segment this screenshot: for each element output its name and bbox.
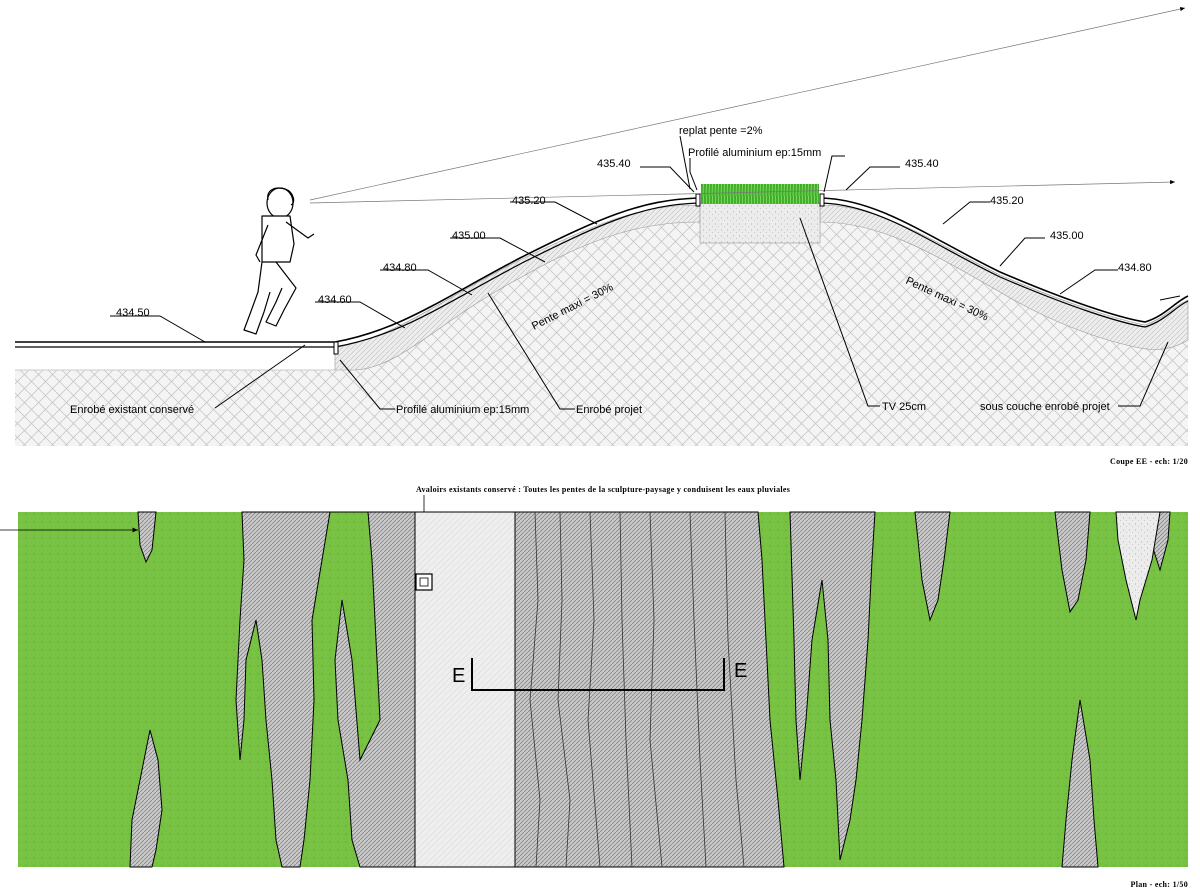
- sub-layer-band-right: [819, 204, 1189, 350]
- leader-lines: [110, 135, 1181, 410]
- concrete-finger-7: [1115, 511, 1161, 621]
- elev-435-20-right: 435.20: [990, 195, 1024, 207]
- grass-strip: [701, 184, 819, 204]
- surface-line-right: [821, 197, 1189, 323]
- note-profile-top: Profilé aluminium ep:15mm: [688, 147, 821, 159]
- tv-planter: [699, 202, 821, 244]
- elev-435-40-right: 435.40: [905, 158, 939, 170]
- concrete-band-left: [235, 511, 416, 868]
- note-sous-couche: sous couche enrobé projet: [980, 401, 1110, 413]
- child-figure: [243, 187, 315, 335]
- note-enrobe-projet: Enrobé projet: [576, 404, 642, 416]
- elev-435-40-left: 435.40: [597, 158, 631, 170]
- elev-435-20-left: 435.20: [512, 195, 546, 207]
- plan-caption: Plan - ech: 1/50: [1131, 880, 1188, 889]
- elev-435-00-left: 435.00: [452, 230, 486, 242]
- section-cut-line: [471, 658, 725, 691]
- concrete-finger-1: [137, 511, 157, 564]
- section-mark-right: E: [734, 660, 747, 682]
- ground-fill: [15, 205, 1188, 446]
- elev-434-80-left: 434.80: [383, 262, 417, 274]
- note-enrobe-existant: Enrobé existant conservé: [70, 404, 194, 416]
- sight-line-lower: [309, 180, 1176, 204]
- elev-435-00-right: 435.00: [1050, 230, 1084, 242]
- section-ee: 434.50 434.60 434.80 435.00 435.20 435.4…: [15, 6, 1189, 466]
- drain-icon: [415, 573, 433, 591]
- concrete-finger-2: [129, 729, 163, 868]
- elev-434-50: 434.50: [116, 307, 150, 319]
- section-mark-left: E: [452, 665, 465, 687]
- note-tv: TV 25cm: [882, 401, 926, 413]
- concrete-finger-3: [914, 511, 951, 622]
- plan-heading: Avaloirs existants conservé : Toutes les…: [416, 485, 790, 494]
- concrete-finger-5: [1061, 699, 1099, 868]
- section-caption: Coupe EE - ech: 1/20: [1110, 457, 1188, 466]
- note-profile-bottom: Profilé aluminium ep:15mm: [396, 404, 529, 416]
- plan-view: Avaloirs existants conservé : Toutes les…: [0, 485, 1188, 889]
- elev-434-60: 434.60: [318, 294, 352, 306]
- alu-profile-left: [333, 341, 339, 355]
- concrete-band-right: [789, 511, 876, 861]
- sight-line-upper: [309, 6, 1186, 201]
- surface-line: [15, 197, 699, 343]
- concrete-finger-4: [1054, 511, 1091, 614]
- note-replat: replat pente =2%: [679, 125, 763, 137]
- elev-434-80-right: 434.80: [1118, 262, 1152, 274]
